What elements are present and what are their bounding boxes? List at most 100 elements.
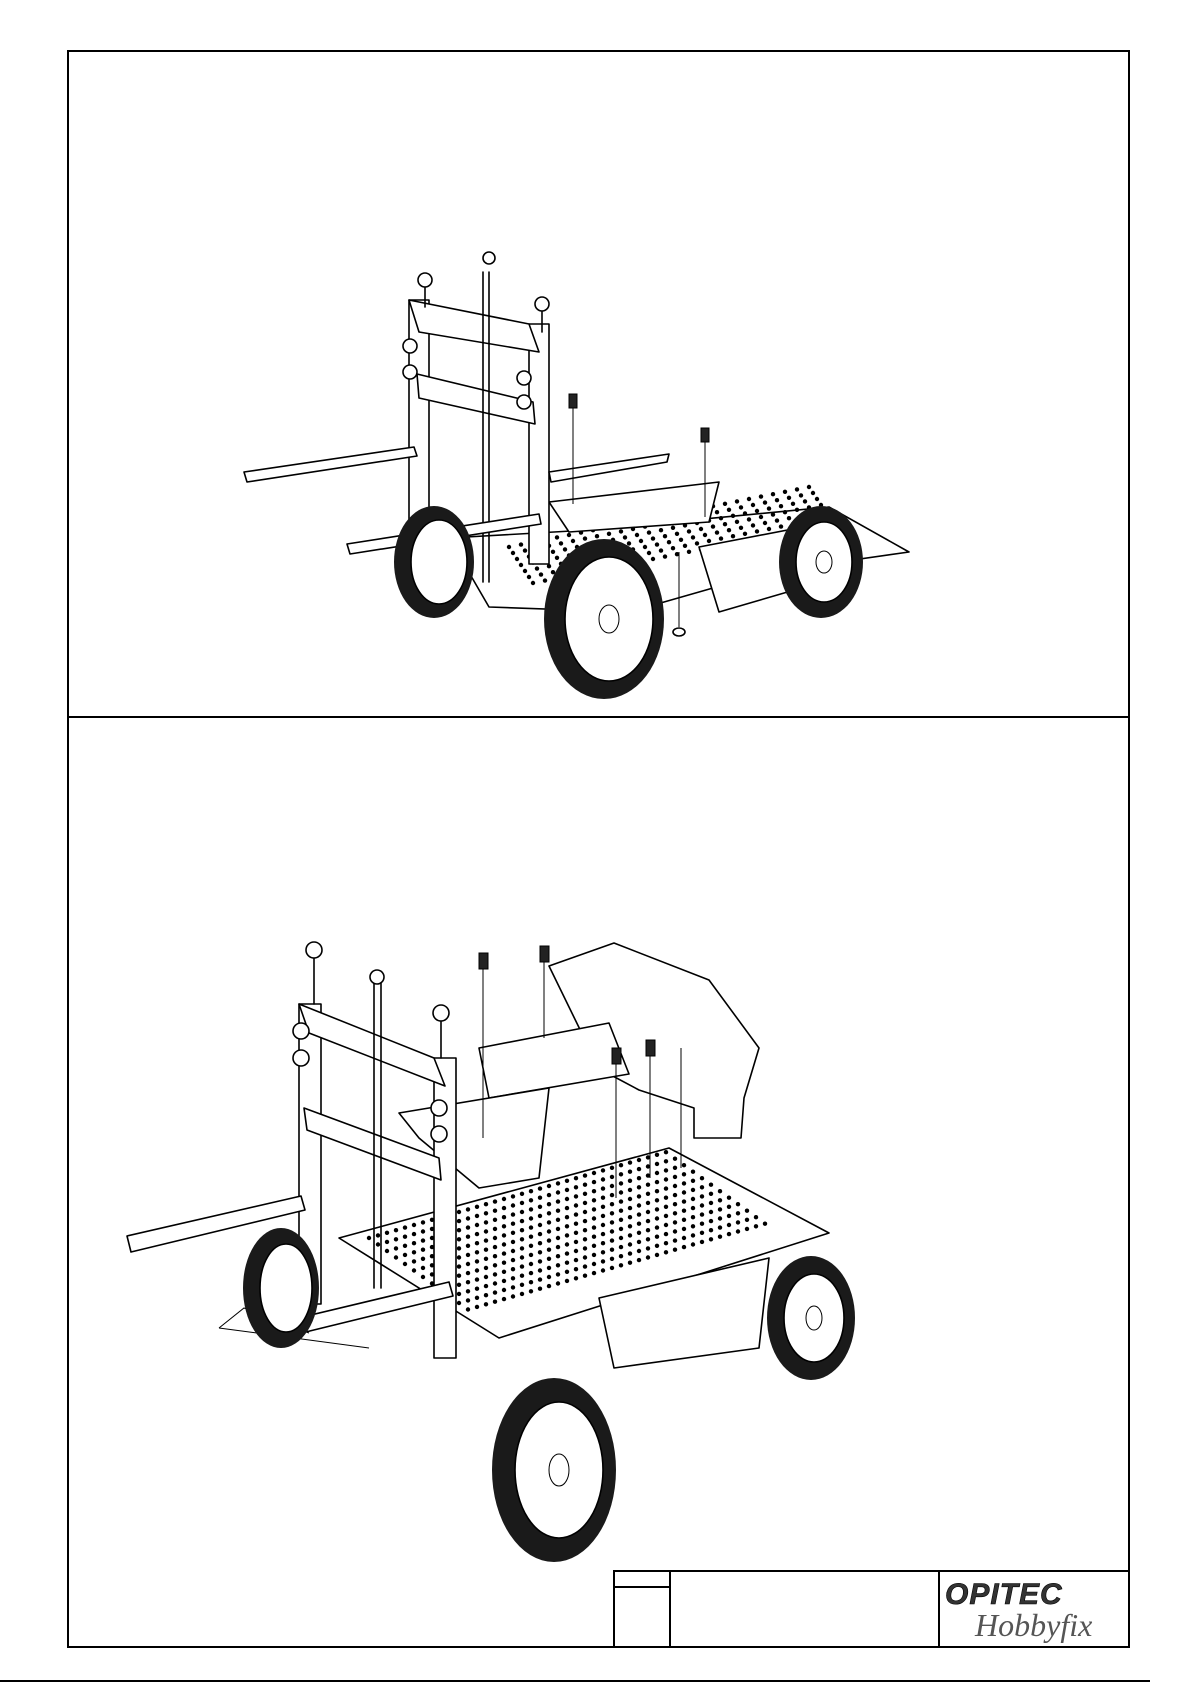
deck-hole <box>565 1188 569 1192</box>
deck-hole <box>646 1201 650 1205</box>
deck-hole <box>556 1227 560 1231</box>
deck-hole <box>520 1210 524 1214</box>
deck-hole <box>610 1266 614 1270</box>
deck-hole <box>637 1167 641 1171</box>
deck-hole <box>673 1211 677 1215</box>
deck-hole <box>538 1232 542 1236</box>
deck-hole <box>723 502 727 506</box>
deck-hole <box>643 545 647 549</box>
deck-hole <box>493 1236 497 1240</box>
deck-hole <box>673 1248 677 1252</box>
deck-hole <box>547 1229 551 1233</box>
deck-hole <box>466 1271 470 1275</box>
deck-hole <box>679 538 683 542</box>
deck-hole <box>695 541 699 545</box>
deck-hole <box>529 1262 533 1266</box>
deck-hole <box>727 1205 731 1209</box>
deck-hole <box>547 1184 551 1188</box>
deck-hole <box>709 1192 713 1196</box>
deck-hole <box>639 539 643 543</box>
deck-hole <box>687 529 691 533</box>
deck-hole <box>619 529 623 533</box>
deck-hole <box>574 1258 578 1262</box>
deck-hole <box>592 1216 596 1220</box>
deck-hole <box>727 1223 731 1227</box>
deck-hole <box>583 1264 587 1268</box>
deck-hole <box>527 575 531 579</box>
deck-hole <box>795 508 799 512</box>
deck-hole <box>565 1261 569 1265</box>
deck-hole <box>385 1249 389 1253</box>
deck-hole <box>601 1250 605 1254</box>
deck-hole <box>619 1227 623 1231</box>
deck-hole <box>547 1257 551 1261</box>
footer-rule <box>0 1680 1150 1682</box>
deck-hole <box>628 1160 632 1164</box>
deck-hole <box>484 1202 488 1206</box>
deck-hole <box>493 1199 497 1203</box>
deck-hole <box>628 1242 632 1246</box>
deck-hole <box>718 1189 722 1193</box>
deck-hole <box>511 551 515 555</box>
deck-hole <box>592 1262 596 1266</box>
deck-hole <box>592 1235 596 1239</box>
deck-hole <box>475 1241 479 1245</box>
deck-hole <box>583 1274 587 1278</box>
deck-hole <box>547 1220 551 1224</box>
deck-hole <box>601 1196 605 1200</box>
deck-hole <box>565 1197 569 1201</box>
deck-hole <box>673 1166 677 1170</box>
wheel-front-left <box>544 539 664 699</box>
deck-hole <box>718 1198 722 1202</box>
deck-hole <box>376 1242 380 1246</box>
deck-hole <box>775 518 779 522</box>
deck-hole <box>565 1233 569 1237</box>
deck-hole <box>709 1228 713 1232</box>
deck-hole <box>739 526 743 530</box>
deck-hole <box>628 1188 632 1192</box>
deck-hole <box>655 1180 659 1184</box>
deck-hole <box>574 1222 578 1226</box>
deck-hole <box>511 1203 515 1207</box>
deck-hole <box>403 1253 407 1257</box>
deck-hole <box>543 578 547 582</box>
deck-hole <box>475 1232 479 1236</box>
deck-hole <box>628 1179 632 1183</box>
deck-hole <box>723 522 727 526</box>
deck-hole <box>493 1218 497 1222</box>
deck-hole <box>610 1220 614 1224</box>
deck-hole <box>403 1225 407 1229</box>
deck-hole <box>637 1249 641 1253</box>
deck-hole <box>457 1228 461 1232</box>
deck-hole <box>507 545 511 549</box>
deck-hole <box>700 1231 704 1235</box>
deck-hole <box>736 1229 740 1233</box>
deck-hole <box>565 1206 569 1210</box>
deck-hole <box>403 1262 407 1266</box>
assembly-step-2 <box>69 718 1128 1646</box>
deck-hole <box>520 1274 524 1278</box>
deck-hole <box>619 1209 623 1213</box>
deck-hole <box>538 1205 542 1209</box>
deck-hole <box>682 1181 686 1185</box>
deck-hole <box>619 1263 623 1267</box>
deck-hole <box>574 1203 578 1207</box>
deck-hole <box>673 1238 677 1242</box>
deck-hole <box>682 1218 686 1222</box>
deck-hole <box>628 1197 632 1201</box>
deck-hole <box>655 1153 659 1157</box>
deck-hole <box>647 530 651 534</box>
deck-hole <box>719 516 723 520</box>
deck-hole <box>623 535 627 539</box>
deck-hole <box>655 1225 659 1229</box>
deck-hole <box>583 1173 587 1177</box>
deck-hole <box>795 487 799 491</box>
deck-hole <box>484 1266 488 1270</box>
deck-hole <box>574 1276 578 1280</box>
deck-hole <box>520 1219 524 1223</box>
wheel-rear-left <box>394 506 474 618</box>
deck-hole <box>484 1220 488 1224</box>
deck-hole <box>520 1255 524 1259</box>
deck-hole <box>664 1168 668 1172</box>
deck-hole <box>475 1250 479 1254</box>
